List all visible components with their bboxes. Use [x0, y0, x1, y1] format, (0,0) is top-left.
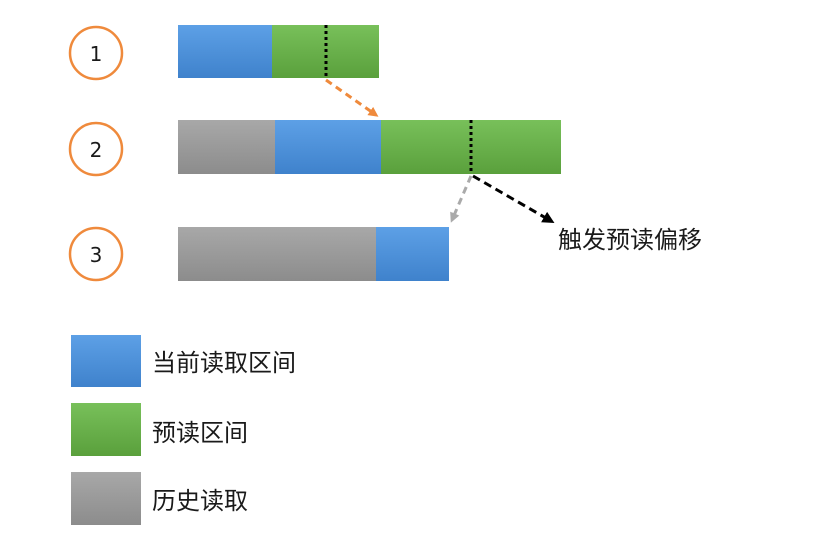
arrow-orange-to-row-2 — [325, 78, 379, 117]
step-number: 1 — [90, 42, 103, 66]
segment-current — [178, 25, 272, 78]
legend-swatch-history — [71, 472, 141, 525]
step-badge-2: 2 — [68, 121, 124, 177]
step-number: 3 — [90, 243, 103, 267]
segment-history — [178, 227, 376, 281]
segment-history — [178, 120, 275, 174]
step-circle-icon — [68, 25, 124, 81]
legend: 当前读取区间 预读区间 历史读取 — [71, 335, 296, 525]
segment-current — [275, 120, 381, 174]
legend-item-prefetch: 预读区间 — [71, 403, 248, 456]
legend-item-current: 当前读取区间 — [71, 335, 296, 387]
row-2: 2 — [68, 120, 561, 177]
legend-label: 预读区间 — [152, 419, 248, 447]
row-1: 1 — [68, 25, 379, 81]
legend-label: 当前读取区间 — [152, 349, 296, 377]
row-3: 3 — [68, 226, 449, 282]
legend-swatch-prefetch — [71, 403, 141, 456]
legend-label: 历史读取 — [152, 487, 248, 515]
step-badge-3: 3 — [68, 226, 124, 282]
legend-item-history: 历史读取 — [71, 472, 248, 525]
annotation-trigger-offset: 触发预读偏移 — [558, 226, 702, 254]
step-circle-icon — [68, 121, 124, 177]
step-number: 2 — [90, 138, 103, 162]
arrow-gray-to-row-3 — [450, 175, 473, 223]
segment-current — [376, 227, 449, 281]
step-badge-1: 1 — [68, 25, 124, 81]
legend-swatch-current — [71, 335, 141, 387]
arrow-black-to-annotation — [472, 174, 555, 223]
step-circle-icon — [68, 226, 124, 282]
